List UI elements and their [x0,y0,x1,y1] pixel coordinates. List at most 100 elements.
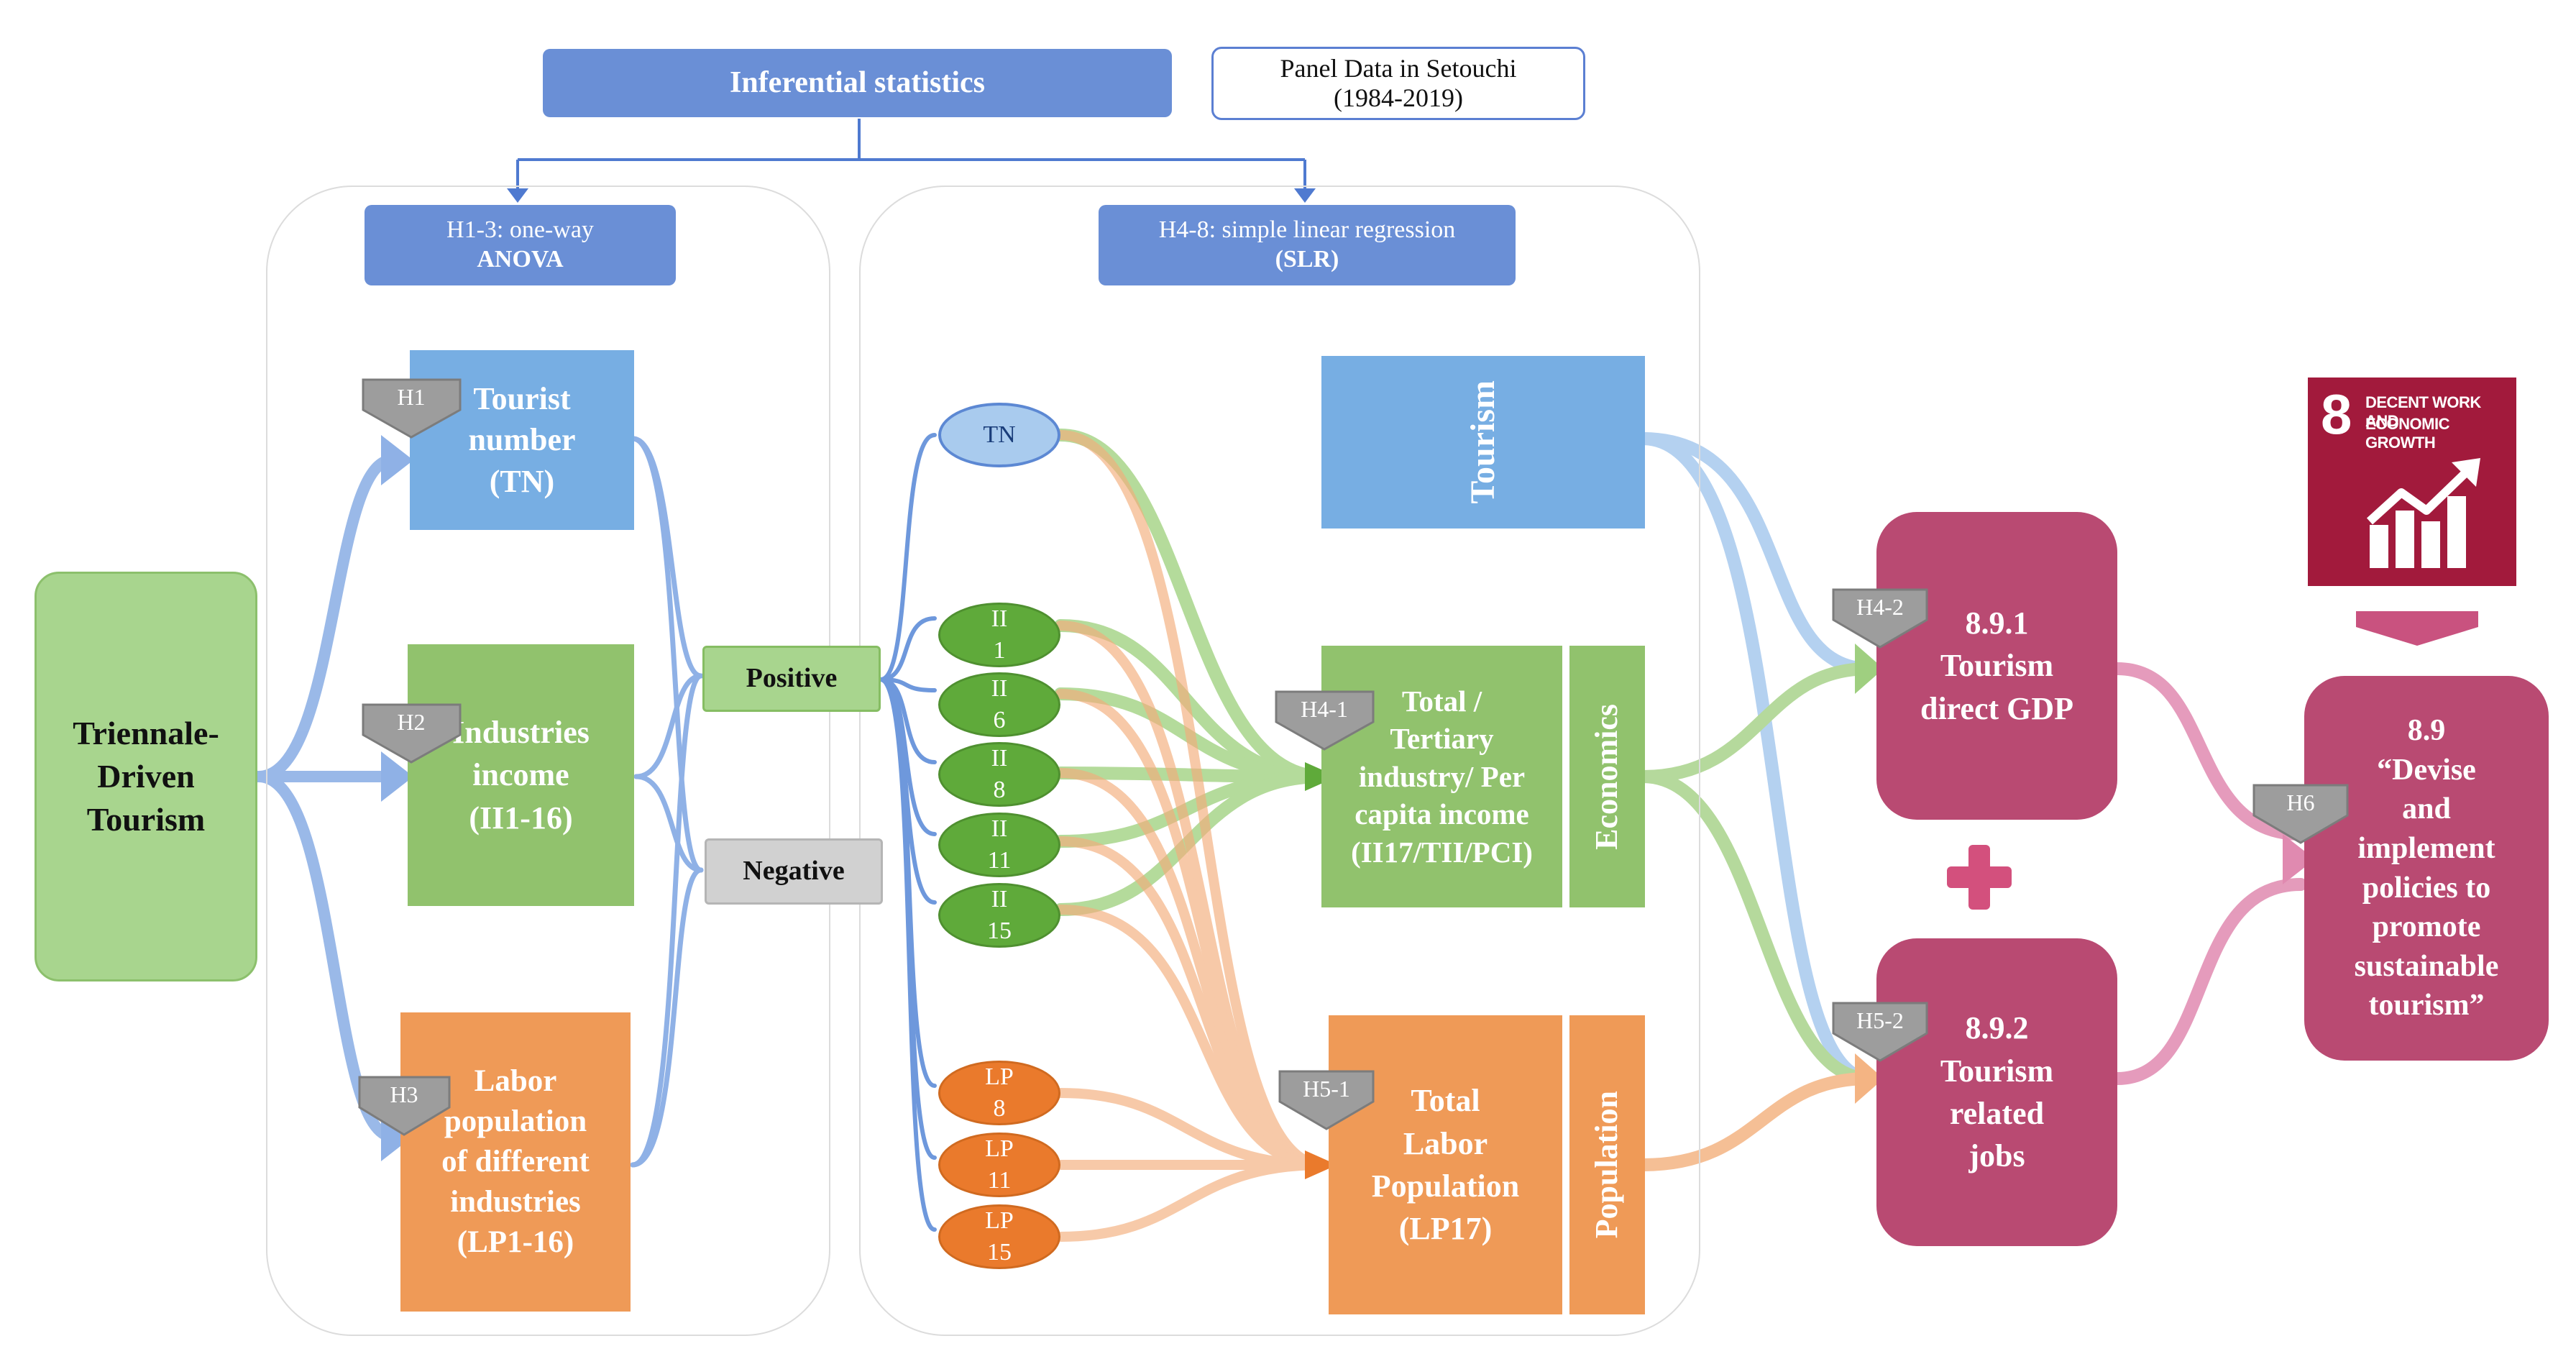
labor-line-1: Total [1411,1083,1480,1119]
oval-lp8: LP 8 [938,1061,1060,1125]
tn-line-3: (TN) [489,463,555,499]
total-labor-box: Total Labor Population (LP17) [1329,1015,1562,1314]
oval-ii1: II 1 [938,603,1060,667]
sdg8-number: 8 [2321,383,2352,446]
h5-1-text: H5-1 [1303,1076,1350,1102]
panel-data-line2: (1984-2019) [1334,83,1463,112]
slr-line2: (SLR) [1275,246,1339,273]
sdg8-title-line2: ECONOMIC GROWTH [2365,415,2450,452]
arrow-to-anova [507,188,528,203]
labor-line-2: Labor [1403,1125,1488,1161]
negative-box: Negative [705,838,883,905]
oval-ii8-line-2: 8 [993,777,1006,803]
target-line-1: 8.9 [2407,714,2446,748]
oval-ii8-line-1: II [991,744,1008,772]
h4-1-text: H4-1 [1301,696,1348,722]
ii-line-2: income [472,757,569,793]
oval-tn-label: TN [983,421,1016,448]
industries-income-box: Industries income (II1-16) [408,644,634,906]
oval-ii15: II 15 [938,883,1060,948]
inferential-connector [516,119,1306,194]
positive-label: Positive [746,663,838,694]
triennale-source-box: Triennale- Driven Tourism [35,572,257,982]
inferential-statistics-box: Inferential statistics [543,49,1172,117]
slr-panel [859,186,1700,1336]
h3-text: H3 [390,1081,418,1107]
source-line-2: Driven [97,758,195,795]
panel-data-box: Panel Data in Setouchi (1984-2019) [1211,47,1585,120]
slr-line1: H4-8: simple linear regression [1158,216,1456,244]
positive-box: Positive [702,646,881,712]
anova-header: H1-3: one-way ANOVA [365,205,676,285]
h6-label: H6 [2254,781,2347,824]
growth-chart-icon [2366,458,2480,568]
anova-result-arrows [630,436,704,1168]
labor-population-box: Labor population of different industries… [400,1012,631,1312]
lp-line-5: (LP1-16) [457,1225,574,1259]
target-line-3: and [2402,792,2451,826]
h4-1-label: H4-1 [1278,687,1371,731]
plus-sign [1947,845,2012,910]
lp-line-4: industries [450,1184,581,1219]
target-line-6: promote [2372,910,2481,944]
target-arrowhead [2283,834,2315,884]
ii-line-3: (II1-16) [469,800,573,836]
ovals-to-labor [1055,430,1328,1242]
total-income-box: Total / Tertiary industry/ Per capita in… [1321,646,1562,907]
target-line-5: policies to [2362,871,2491,905]
inferential-statistics-label: Inferential statistics [729,66,985,100]
target-line-8: tourism” [2368,989,2485,1022]
lp-line-1: Labor [474,1064,557,1099]
oval-lp11-line-1: LP [985,1135,1014,1162]
income-arrow-tip [1305,762,1337,791]
h5-2-label: H5-2 [1833,999,1927,1042]
oval-lp11-line-2: 11 [987,1167,1012,1194]
source-line-3: Tourism [86,800,206,838]
oval-ii11-line-2: 11 [987,847,1012,874]
oval-lp15: LP 15 [938,1204,1060,1269]
h4-2-label: H4-2 [1833,585,1927,628]
oval-lp8-line-1: LP [985,1063,1014,1090]
target-line-7: sustainable [2354,949,2499,983]
sdg8-title-line1: DECENT WORK AND [2365,393,2481,430]
income-line-1: Total / [1401,684,1482,718]
oval-ii11: II 11 [938,813,1060,877]
oval-lp8-line-2: 8 [993,1095,1006,1122]
oval-ii6-line-2: 6 [993,707,1006,733]
economics-category-label: Economics [1589,703,1625,850]
slr-header: H4-8: simple linear regression (SLR) [1099,205,1516,285]
labor-line-3: Population [1371,1168,1520,1204]
tourism-category-box: Tourism [1321,356,1645,528]
sdg-down-arrow [2356,611,2478,646]
oval-tn: TN [938,403,1060,467]
oval-ii6: II 6 [938,672,1060,737]
negative-label: Negative [743,856,845,887]
income-line-5: (II17/TII/PCI) [1351,835,1533,869]
h2-label: H2 [365,700,458,743]
jobs-line-2: Tourism [1940,1053,2054,1089]
h6-text: H6 [2286,790,2315,815]
h4-2-text: H4-2 [1856,594,1904,620]
jobs-line-1: 8.9.2 [1965,1010,2029,1046]
oval-ii15-line-1: II [991,885,1008,912]
anova-line1: H1-3: one-way [446,216,594,244]
sdg8-icon: 8 DECENT WORK AND ECONOMIC GROWTH [2308,378,2516,586]
gdp-line-1: 8.9.1 [1965,605,2029,641]
source-line-1: Triennale- [73,715,219,752]
panel-data-line1: Panel Data in Setouchi [1280,53,1517,83]
oval-lp11: LP 11 [938,1132,1060,1197]
oval-ii1-line-2: 1 [993,637,1006,664]
h3-label: H3 [357,1073,451,1116]
economics-category-box: Economics [1569,646,1645,907]
oval-ii6-line-1: II [991,674,1008,702]
oval-ii8: II 8 [938,742,1060,807]
anova-panel [266,186,830,1336]
labor-line-4: (LP17) [1398,1211,1493,1247]
income-line-2: Tertiary [1390,722,1494,756]
tn-line-1: Tourist [473,381,571,417]
gdp-line-2: Tourism [1940,648,2054,684]
tn-line-2: number [468,422,576,458]
tourism-category-label: Tourism [1464,380,1503,504]
arrow-to-slr [1294,188,1316,203]
